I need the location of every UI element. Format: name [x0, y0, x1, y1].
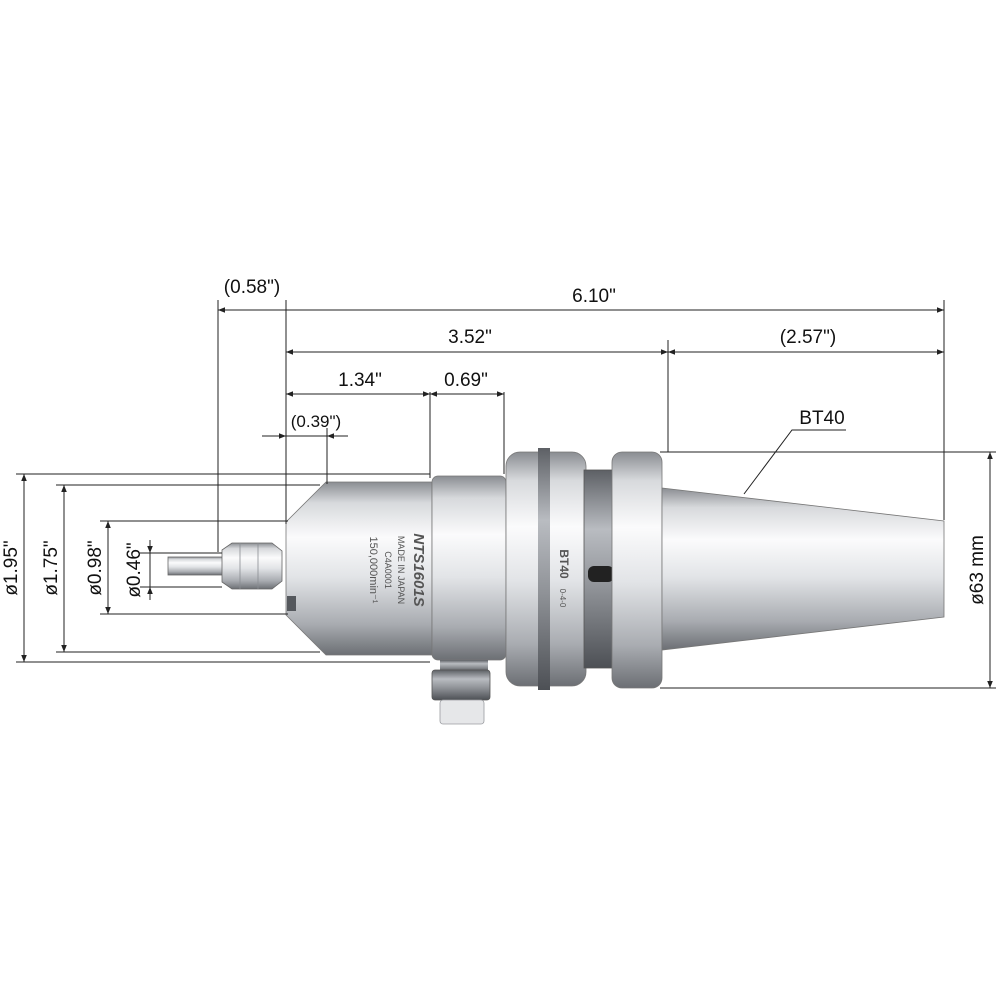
dim-body-length: 3.52": [448, 327, 492, 348]
dim-dia-2: ø1.75": [41, 540, 62, 595]
dim-taper-length: (2.57"): [780, 327, 836, 348]
tool-shank: [167, 556, 225, 576]
dim-dia-3: ø0.98": [85, 540, 106, 595]
dim-left-overhang: (0.58"): [224, 277, 280, 298]
dim-dia-4: ø0.46": [124, 542, 145, 597]
etch-flange-mark: BT40: [557, 549, 571, 579]
dimension-lines: [21, 307, 993, 688]
etch-origin: MADE IN JAPAN: [396, 536, 406, 604]
etch-flange-code: 0-4-0: [558, 589, 567, 608]
etch-model: NTS1601S: [410, 533, 427, 606]
dim-dia-flange: ø63 mm: [967, 535, 988, 605]
nose-etching: NTS1601S MADE IN JAPAN C4A0001 150,000mi…: [367, 533, 427, 606]
dim-collar-length: 0.69": [444, 370, 488, 391]
etch-speed: 150,000min⁻¹: [367, 537, 379, 604]
extension-lines: [16, 300, 996, 689]
collet-nut: [221, 542, 283, 590]
flange-etching: BT40 0-4-0: [557, 549, 571, 608]
dimension-labels: 6.10" (0.58") 3.52" (2.57") 1.34" 0.69" …: [1, 277, 988, 605]
collar: [431, 475, 507, 661]
etch-serial: C4A0001: [383, 551, 393, 589]
dim-tip-length: (0.39"): [291, 412, 341, 431]
rear-flange: [611, 451, 663, 689]
spindle-body: [167, 448, 945, 725]
drive-key: [588, 566, 614, 582]
dim-dia-1: ø1.95": [1, 540, 22, 595]
air-fitting: [431, 660, 491, 725]
dim-overall-length: 6.10": [572, 286, 616, 307]
bt40-taper: [661, 487, 945, 651]
dim-nose-length: 1.34": [338, 370, 382, 391]
label-bt40: BT40: [799, 408, 844, 429]
